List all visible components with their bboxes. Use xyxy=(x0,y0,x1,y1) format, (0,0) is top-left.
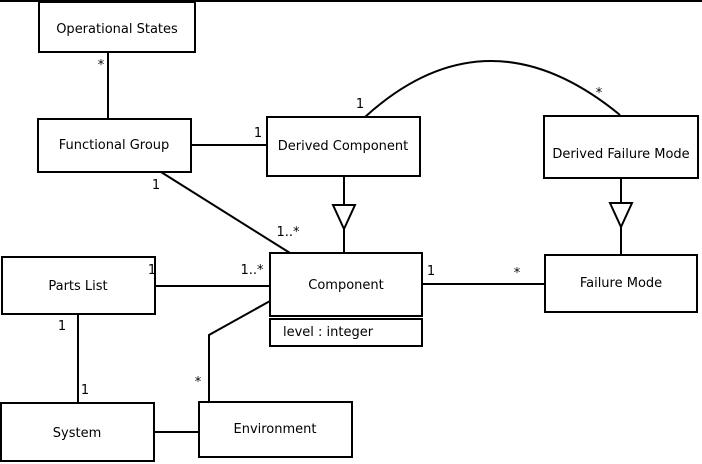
class-operational-states[interactable]: Operational States xyxy=(38,1,196,53)
class-parts-list[interactable]: Parts List xyxy=(1,256,156,315)
class-box xyxy=(0,402,155,462)
class-box xyxy=(38,1,196,53)
class-system[interactable]: System xyxy=(0,402,155,462)
class-name-label: Environment xyxy=(233,422,316,437)
multiplicity-label: 1 xyxy=(427,264,435,279)
multiplicity-label: 1..* xyxy=(240,263,264,278)
association-arc-derived-component-derived-failure-mode xyxy=(364,60,621,118)
class-attribute-label: level : integer xyxy=(283,325,374,340)
multiplicity-label: * xyxy=(98,58,105,73)
class-name-label: Component xyxy=(308,278,383,293)
multiplicity-label: 1 xyxy=(254,126,262,141)
class-derived-failure-mode[interactable]: Derived Failure Mode xyxy=(543,115,699,179)
class-name-label: Derived Failure Mode xyxy=(552,147,689,162)
generalization-triangle-icon xyxy=(608,202,634,230)
multiplicity-label: 1 xyxy=(356,97,364,112)
multiplicity-label: 1 xyxy=(148,263,156,278)
class-derived-component[interactable]: Derived Component xyxy=(266,116,421,177)
multiplicity-label: 1 xyxy=(152,178,160,193)
association-functional-group-component xyxy=(160,171,291,254)
class-component[interactable]: Component level : integer xyxy=(269,252,423,347)
class-environment[interactable]: Environment xyxy=(198,401,353,458)
class-box xyxy=(37,118,192,173)
class-name-label: Operational States xyxy=(56,22,178,37)
class-box xyxy=(269,252,423,317)
generalization-triangle-icon xyxy=(331,204,357,232)
association-component-environment xyxy=(208,300,271,402)
class-attribute-box xyxy=(269,318,423,347)
class-box xyxy=(198,401,353,458)
multiplicity-label: 1 xyxy=(58,319,66,334)
class-failure-mode[interactable]: Failure Mode xyxy=(544,254,698,313)
class-name-label: Parts List xyxy=(48,279,107,294)
class-name-label: System xyxy=(53,426,101,441)
multiplicity-label: 1 xyxy=(81,383,89,398)
multiplicity-label: * xyxy=(195,375,202,390)
class-box xyxy=(1,256,156,315)
multiplicity-label: * xyxy=(596,86,603,101)
multiplicity-label: * xyxy=(514,266,521,281)
class-name-label: Functional Group xyxy=(59,138,170,153)
class-name-label: Failure Mode xyxy=(580,276,662,291)
multiplicity-label: 1..* xyxy=(276,225,300,240)
class-functional-group[interactable]: Functional Group xyxy=(37,118,192,173)
class-box xyxy=(544,254,698,313)
class-box xyxy=(266,116,421,177)
class-box xyxy=(543,115,699,179)
class-name-label: Derived Component xyxy=(278,139,409,154)
